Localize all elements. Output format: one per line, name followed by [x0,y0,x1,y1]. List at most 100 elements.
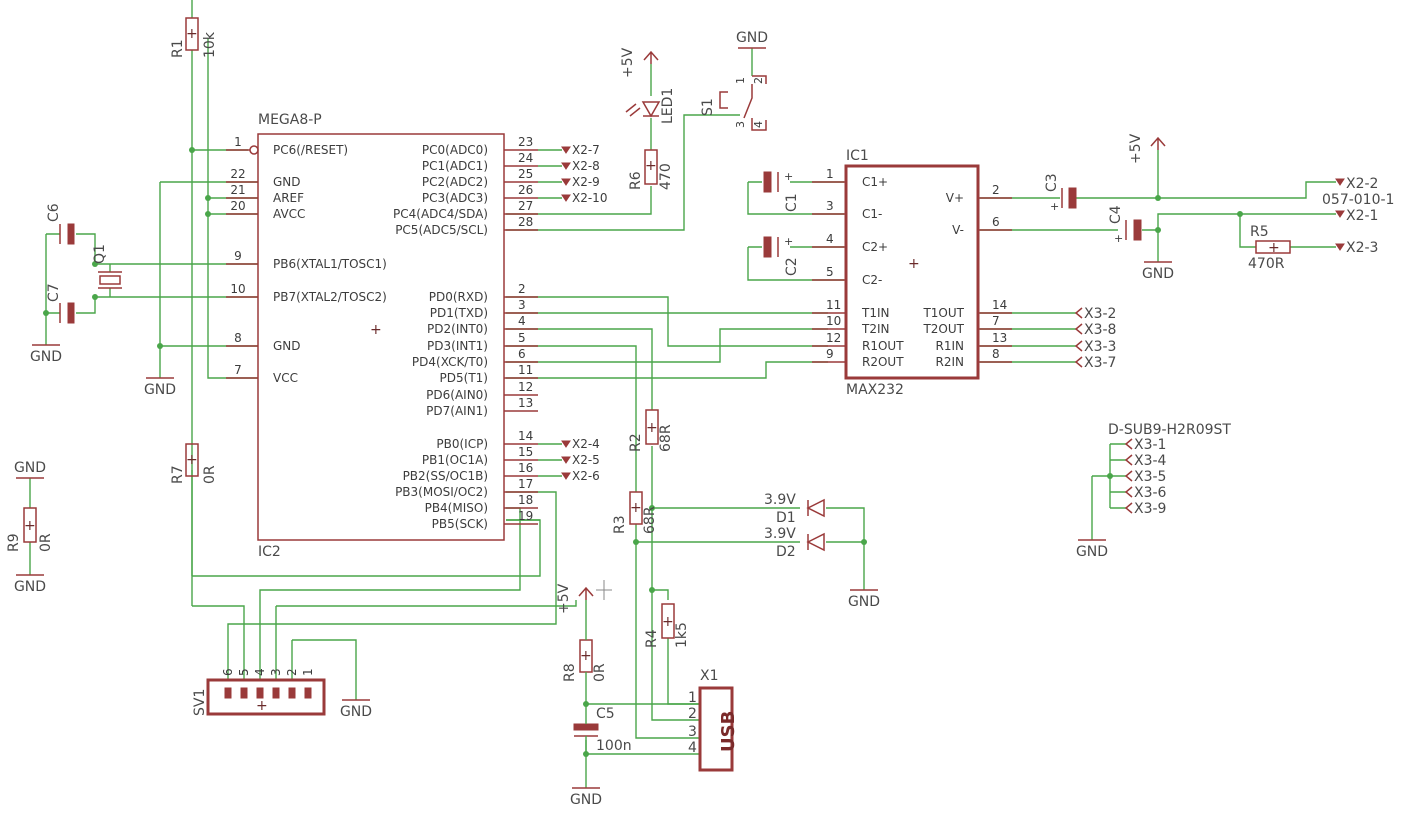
capacitor-c7[interactable]: C7 [46,283,75,324]
ic2-pin-name: PB7(XTAL2/TOSC2) [273,290,387,304]
gnd-label: GND [144,382,176,398]
led-led1[interactable]: LED1 [625,88,676,124]
q1-name: Q1 [92,244,108,264]
s1-pin-2: 2 [752,77,765,84]
r9-name: R9 [6,533,22,552]
ic1-pin-name: C2+ [862,240,888,254]
ic2-name: IC2 [258,544,281,560]
connector-pin-icon [1124,486,1133,498]
ic2-pin-number: 17 [518,477,533,491]
sv1-name: SV1 [192,689,208,716]
sv1-pin-number: 2 [285,668,299,676]
ic2-pin-number: 6 [518,347,526,361]
ic2-pin-number: 16 [518,461,533,475]
gnd-label: GND [570,792,602,808]
capacitor-c3[interactable]: + C3 [1044,173,1077,213]
usb-label: USB [718,711,739,752]
ic2-mega8[interactable]: MEGA8-P IC2 + 1PC6(/RESET)22GND21AREF20A… [226,112,607,560]
ic2-pin-number: 22 [230,167,245,181]
ic1-pin-number: 11 [826,298,841,312]
svg-text:+: + [186,452,198,468]
diode-d2[interactable]: 3.9V D2 [764,526,825,560]
net-labels-x2: X2-2 057-010-1 X2-1 X2-3 [1322,176,1394,256]
ic1-pin-name: C1- [862,207,882,221]
crystal-q1[interactable]: Q1 [92,244,122,289]
svg-text:+: + [908,256,920,272]
capacitor-c6[interactable]: C6 [46,203,75,245]
resistor-r9[interactable]: + R9 0R [6,507,54,552]
resistor-r3[interactable]: + R3 68R [612,491,658,534]
dsub-connector[interactable]: D-SUB9-H2R09ST X3-1X3-4X3-5X3-6X3-9 [1108,422,1231,517]
switch-s1[interactable]: S1 1 2 3 4 [700,75,767,131]
capacitor-c4[interactable]: + C4 [1108,205,1142,245]
svg-text:+: + [645,158,657,174]
r3-value: 68R [642,506,658,534]
resistor-r7[interactable]: + R7 0R [170,443,218,484]
diode-d1[interactable]: 3.9V D1 [764,492,825,526]
r2-value: 68R [658,424,674,452]
d2-name: D2 [776,544,796,560]
ic2-pin-name: PD6(AIN0) [426,388,488,402]
ic2-pin-number: 23 [518,135,533,149]
ic2-pin-number: 9 [234,249,242,263]
resistor-r8[interactable]: + R8 0R [562,639,608,682]
sv1-pin-pad [240,687,248,699]
capacitor-c5[interactable]: C5 100n [573,706,632,754]
sv1-pin-number: 1 [301,668,315,676]
r3-name: R3 [612,515,628,534]
usb-name: X1 [700,668,719,684]
connector-pin-icon [1124,502,1133,514]
resistor-r2[interactable]: + R2 68R [628,409,674,452]
resistor-r4[interactable]: + R4 1k5 [644,603,690,648]
ic1-pin-number: 1 [826,167,834,181]
ic2-pin-number: 5 [518,331,526,345]
ic1-name: IC1 [846,148,869,164]
ic2-pin-name: PC4(ADC4/SDA) [393,207,488,221]
sv1-pin-number: 5 [237,668,251,676]
ic2-right-pins: 23PC0(ADC0)X2-724PC1(ADC1)X2-825PC2(ADC2… [393,135,607,531]
net-label: X2-9 [572,175,600,189]
dsub-pin-label: X3-1 [1134,437,1166,453]
net-label: X2-8 [572,159,600,173]
usb-pin-number: 4 [688,740,697,756]
r1-name: R1 [170,39,186,58]
ic2-pin-name: GND [273,175,301,189]
resistor-r1[interactable]: + R1 10k [170,17,218,58]
ic2-pin-name: PD1(TXD) [430,306,488,320]
resistor-r6[interactable]: + R6 470 [628,149,674,190]
ic1-pin-name: V- [952,223,964,237]
ic1-pin-name: C2- [862,273,882,287]
sv1-pin-number: 4 [253,668,267,676]
net-flag-icon [561,146,571,154]
capacitor-c1[interactable]: + C1 [763,170,800,212]
r4-name: R4 [644,629,660,648]
led1-name: LED1 [660,88,676,124]
ic2-pin-name: GND [273,339,301,353]
c3-name: C3 [1044,173,1060,192]
svg-text:+: + [784,170,793,183]
ic1-left-pins: 1C1+3C1-4C2+5C2-11T1IN10T2IN12R1OUT9R2OU… [812,167,904,369]
ic1-max232[interactable]: IC1 MAX232 + 1C1+3C1-4C2+5C2-11T1IN10T2I… [812,148,1116,398]
ic1-pin-number: 4 [826,232,834,246]
r5-value: 470R [1248,256,1285,272]
ic2-pin-number: 25 [518,167,533,181]
resistor-r5[interactable]: + R5 470R [1248,224,1291,272]
ic1-pin-name: T1IN [861,306,889,320]
gnd-label: GND [848,594,880,610]
ic1-pin-number: 14 [992,298,1007,312]
r5-name: R5 [1250,224,1269,240]
part-number: 057-010-1 [1322,192,1394,208]
ic2-pin-number: 3 [518,298,526,312]
connector-pin-icon [1074,356,1083,368]
ic2-pin-number: 2 [518,282,526,296]
svg-text:+: + [24,518,36,534]
connector-net-label: X3-8 [1084,322,1116,338]
svg-text:+: + [784,235,793,248]
net-label: X2-4 [572,437,600,451]
capacitor-c2[interactable]: + C2 [763,235,800,276]
ic2-pin-name: PD4(XCK/T0) [412,355,488,369]
